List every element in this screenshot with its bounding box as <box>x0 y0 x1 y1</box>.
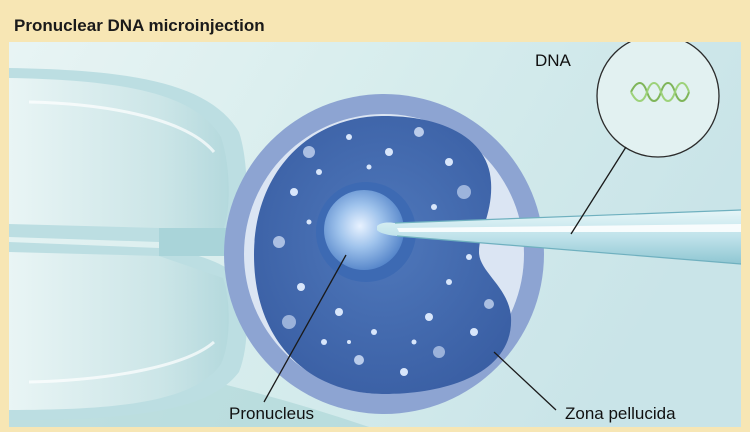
illustration-panel <box>9 42 741 427</box>
dna-magnifier <box>597 42 719 157</box>
dna-label: DNA <box>535 51 571 71</box>
pronucleus-label: Pronucleus <box>229 404 314 424</box>
figure-title: Pronuclear DNA microinjection <box>14 16 265 36</box>
zona-pellucida-label: Zona pellucida <box>565 404 676 424</box>
